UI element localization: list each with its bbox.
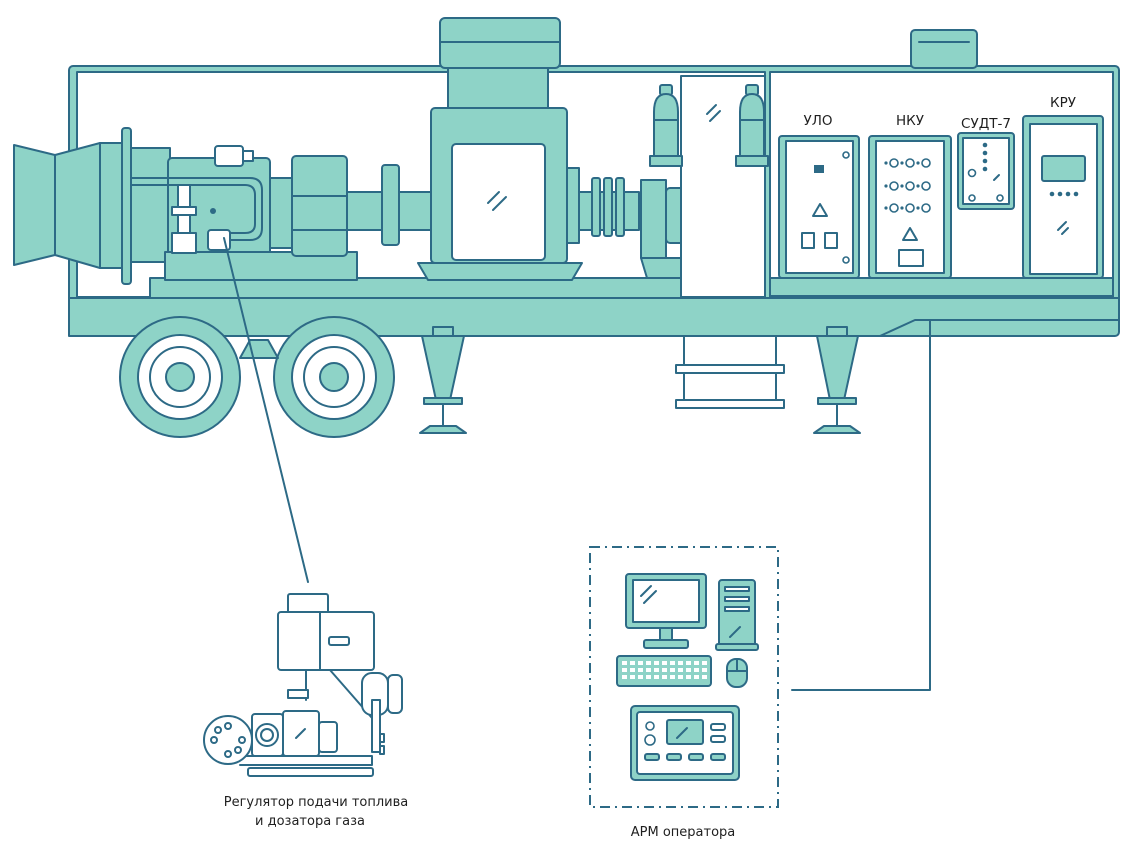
cabinet-label-ulo: УЛО [803,113,833,129]
keyboard-key [654,668,659,672]
keyboard-key [662,661,667,665]
keyboard-key [686,668,691,672]
monitor-icon [625,573,707,649]
keyboard-key [702,675,707,679]
cabinet-label-nku: НКУ [896,113,924,129]
keyboard-key [630,661,635,665]
system-unit-icon [715,579,759,651]
nku-knob [905,181,915,191]
keyboard-key [654,661,659,665]
nku-indicator [916,184,920,188]
keyboard-key [622,675,627,679]
keyboard-key [702,661,707,665]
keyboard-key [670,668,675,672]
keyboard-key [638,668,643,672]
connector-operator [791,319,931,691]
keyboard-key [622,668,627,672]
nku-indicator [884,161,888,165]
gas-cylinder-left [649,84,683,167]
nku-knob [889,181,899,191]
keyboard-key [638,675,643,679]
fuel-regulator [203,593,403,777]
cabinet-kru [1022,115,1104,279]
connector-regulator [223,237,309,583]
keyboard-key [670,675,675,679]
cabinet-nku [868,135,952,279]
axle-bracket [239,339,279,359]
nku-indicator [900,161,904,165]
keyboard-key [630,668,635,672]
control-panel-icon [630,705,740,781]
cabinet-sudt [957,132,1015,210]
keyboard-key [694,668,699,672]
nku-indicator [884,206,888,210]
keyboard-key [638,661,643,665]
keyboard-key [694,661,699,665]
gas-cylinder-right [735,84,769,167]
keyboard-key [662,668,667,672]
keyboard-key [646,668,651,672]
wheel-front [119,316,241,438]
keyboard-key [678,668,683,672]
keyboard-key [662,675,667,679]
keyboard-key [694,675,699,679]
regulator-caption-line1: Регулятор подачи топлива [223,795,409,810]
nku-knob [889,158,899,168]
keyboard-key [686,675,691,679]
support-leg-right [813,326,861,434]
cabinet-ulo [778,135,860,279]
nku-indicator [916,161,920,165]
nku-knob [921,158,931,168]
nku-knob [921,203,931,213]
nku-indicator [884,184,888,188]
cabinet-label-sudt: СУДТ-7 [961,116,1011,132]
nku-knob [889,203,899,213]
keyboard-key [678,661,683,665]
generator [417,17,583,281]
nku-indicator [916,206,920,210]
keyboard-key [670,661,675,665]
keyboard-key [678,675,683,679]
regulator-caption-line2: и дозатора газа [255,814,365,829]
keyboard-key [654,675,659,679]
operator-caption: АРМ оператора [630,825,736,840]
keyboard-key [630,675,635,679]
nku-knob [905,203,915,213]
nku-indicator [900,184,904,188]
roof-equipment [910,29,978,69]
keyboard-icon [616,655,712,687]
keyboard-key [622,661,627,665]
air-intake [13,127,171,285]
keyboard-key [702,668,707,672]
wheel-rear [273,316,395,438]
entry-steps [675,335,785,409]
support-leg-left [419,326,467,434]
keyboard-key [646,675,651,679]
keyboard-key [686,661,691,665]
gas-turbine-block [130,145,432,281]
cabinet-label-kru: КРУ [1050,95,1076,111]
keyboard-key [646,661,651,665]
nku-knob [905,158,915,168]
nku-indicator [900,206,904,210]
mouse-icon [726,658,748,688]
nku-knob [921,181,931,191]
operator-workstation-frame [589,546,779,808]
